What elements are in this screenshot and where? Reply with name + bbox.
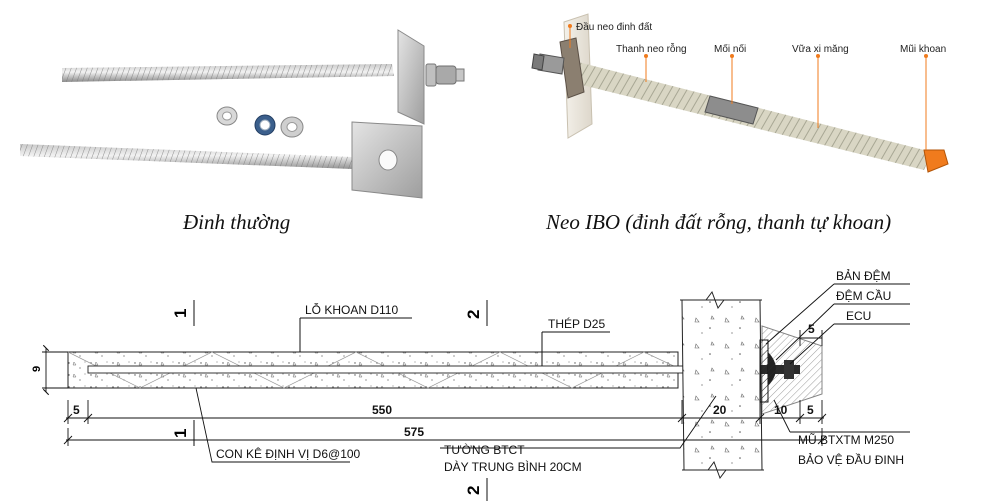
- label-cap-line1: MŨ BTXTM M250: [798, 432, 894, 447]
- rc-wall: [681, 299, 763, 471]
- section-mark-2-bottom: 2: [464, 478, 488, 501]
- dim-row-1: [63, 400, 827, 424]
- svg-text:1: 1: [171, 309, 190, 318]
- nut-upper: [425, 63, 465, 87]
- section-mark-1-bottom: 1: [171, 420, 195, 446]
- svg-text:2: 2: [464, 310, 483, 319]
- caption-ordinary-nail: Đinh thường: [183, 210, 291, 234]
- photo-ordinary-nail: [20, 29, 465, 199]
- dim-top-right: 5: [808, 322, 815, 336]
- washer-steel-2: [280, 116, 304, 138]
- caption-ibo-anchor: Neo IBO (đinh đất rỗng, thanh tự khoan): [546, 210, 892, 234]
- rebar-upper: [62, 64, 394, 82]
- label-wall-line2: DÀY TRUNG BÌNH 20CM: [444, 459, 582, 474]
- bearing-plate-upper: [397, 29, 425, 125]
- label-grout: Vữa xi măng: [792, 44, 849, 55]
- svg-text:1: 1: [171, 429, 190, 438]
- label-coupler: Mối nối: [714, 43, 746, 55]
- dim-bar-length: 550: [372, 403, 392, 417]
- photo-ibo-anchor: Đầu neo đinh đất Thanh neo rỗng Mối nối …: [531, 13, 949, 173]
- svg-text:2: 2: [464, 486, 483, 495]
- dim-right-offset: 5: [807, 403, 814, 417]
- rebar-lower: [20, 144, 378, 170]
- label-spacer: CON KÊ ĐỊNH VỊ D6@100: [216, 446, 361, 461]
- label-leaders: [569, 26, 927, 150]
- label-drill-bit: Mũi khoan: [900, 44, 946, 55]
- label-washer: ĐỆM CẦU: [836, 288, 891, 303]
- label-hollow-bar: Thanh neo rỗng: [616, 42, 687, 55]
- plate-hole: [378, 149, 398, 171]
- label-anchor-head: Đầu neo đinh đất: [576, 21, 652, 33]
- label-steel: THÉP D25: [548, 316, 605, 331]
- label-bore: LỖ KHOAN D110: [305, 302, 398, 317]
- soil-nail-drawing: 1 2 1 2 LỖ KHOAN D110 THÉP D25 BẢN ĐỆM Đ…: [31, 268, 910, 501]
- washer-steel-1: [216, 106, 238, 126]
- dim-height-value: 9: [31, 366, 43, 372]
- dim-row-2: [63, 428, 827, 446]
- dim-top-right-bracket: [799, 330, 823, 346]
- washer-blue: [254, 114, 276, 136]
- steel-bar: [87, 365, 721, 374]
- coupler-sleeve: [704, 95, 759, 125]
- dim-total: 575: [404, 425, 424, 439]
- dim-left-offset: 5: [73, 403, 80, 417]
- section-mark-2-top: 2: [464, 300, 488, 326]
- label-cap-line2: BẢO VỆ ĐẦU ĐINH: [798, 452, 904, 467]
- label-dots: [568, 24, 928, 58]
- dim-height: [42, 344, 68, 396]
- anchor-head: [531, 37, 585, 99]
- dim-head: 10: [774, 403, 788, 417]
- section-mark-1-top: 1: [171, 300, 195, 326]
- drill-bit: [923, 149, 949, 173]
- label-nut: ECU: [846, 309, 871, 323]
- label-wall-line1: TƯỜNG BTCT: [444, 442, 525, 457]
- label-plate: BẢN ĐỆM: [836, 268, 891, 283]
- dim-wall: 20: [713, 403, 727, 417]
